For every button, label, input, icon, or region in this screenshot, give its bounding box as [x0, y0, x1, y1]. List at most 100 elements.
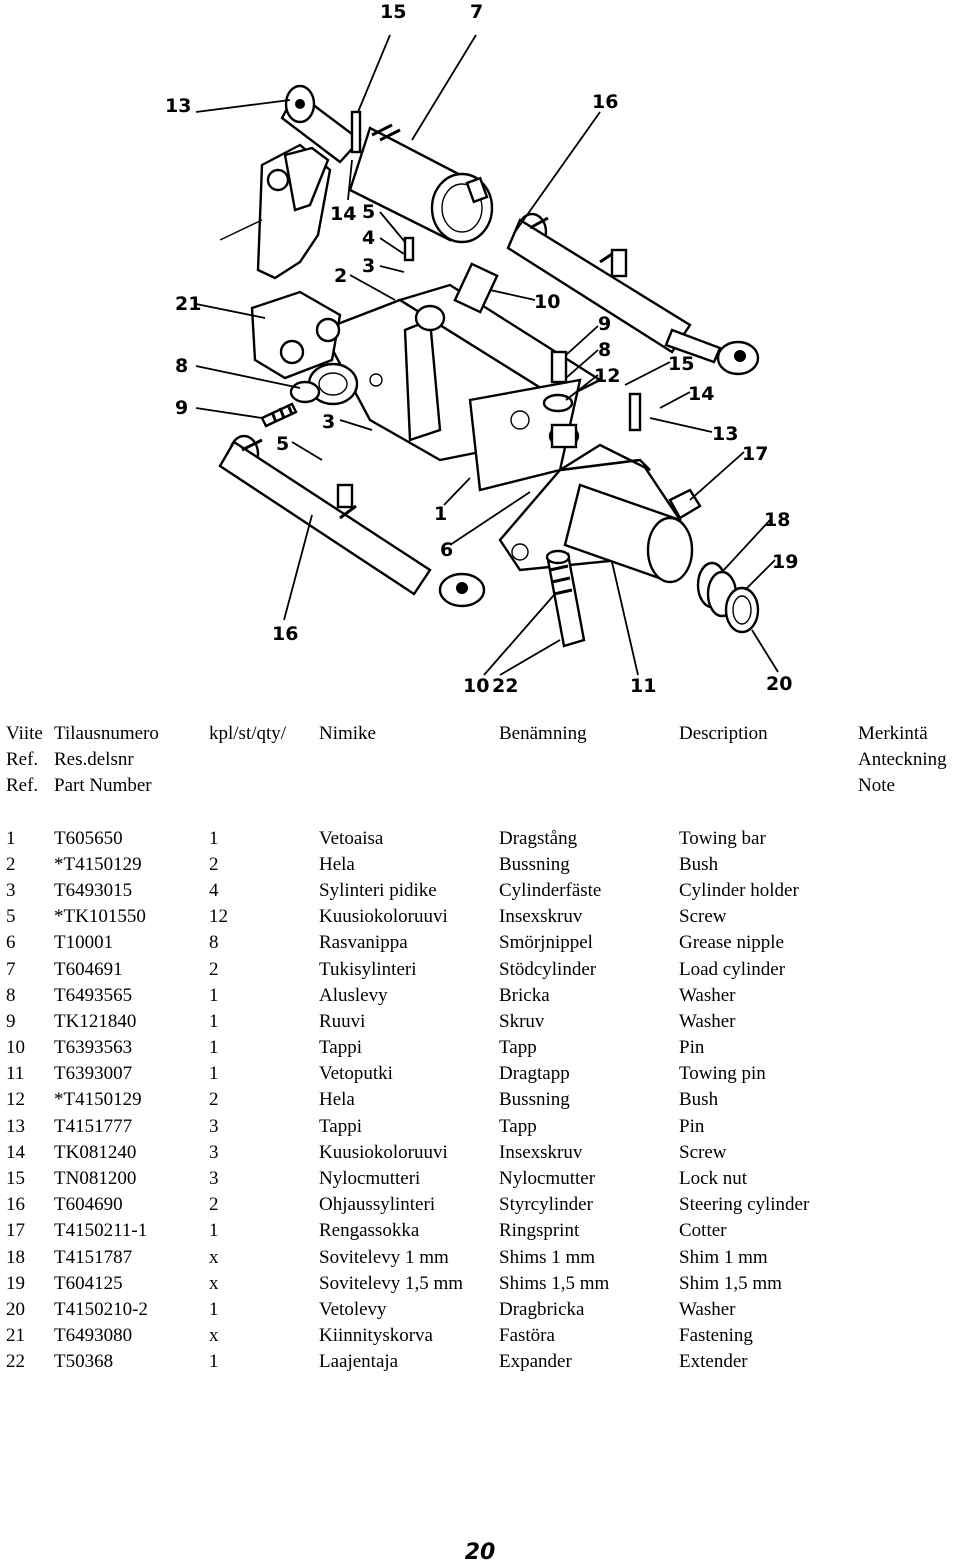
table-row-cell: 1 [209, 984, 219, 1006]
table-row-cell: Tappi [319, 1115, 362, 1137]
table-row-cell: T4150211-1 [54, 1220, 148, 1242]
table-row-cell: *TK101550 [54, 906, 146, 928]
header-row-cell: Ref. [6, 775, 39, 797]
steering-cylinder-top [280, 84, 494, 244]
table-row-cell: Hela [319, 853, 355, 875]
steering-cylinder-lower [218, 434, 486, 608]
table-row-cell: 21 [6, 1325, 25, 1347]
header-row-cell: Benämning [499, 723, 587, 744]
table-row-cell: TK081240 [54, 1141, 137, 1163]
table-row-cell: Shims 1,5 mm [499, 1272, 610, 1294]
table-row-cell: 10 [6, 1037, 25, 1059]
table-row-cell: Steering cylinder [679, 1194, 810, 1216]
table-row-cell: Styrcylinder [499, 1194, 593, 1216]
callout-labels: 15 7 13 16 14 5 4 3 2 10 21 9 8 15 12 14… [165, 1, 798, 697]
table-row-cell: 1 [6, 827, 16, 849]
table-row-cell: Sovitelevy 1 mm [319, 1246, 449, 1268]
table-row-cell: Screw [679, 906, 727, 928]
shim-washers [696, 561, 760, 634]
callout-7: 7 [470, 1, 483, 23]
table-row-cell: Bussning [499, 1089, 570, 1111]
central-frame [307, 262, 603, 492]
table-row-cell: 13 [6, 1115, 25, 1137]
table-row-cell: T6493080 [54, 1325, 133, 1347]
header-row-cell: Description [679, 723, 768, 744]
callout-17: 17 [742, 443, 768, 465]
table-row-cell: Towing bar [679, 827, 766, 849]
table-row-cell: Aluslevy [319, 984, 388, 1006]
upper-bracket [219, 143, 332, 280]
table-row-cell: 12 [6, 1089, 25, 1111]
table-row-cell: 1 [209, 1010, 219, 1032]
callout-13-top: 13 [165, 95, 191, 117]
callout-14-right: 14 [688, 383, 714, 405]
callout-22: 22 [492, 675, 518, 697]
table-row-cell: 4 [209, 879, 219, 901]
table-row-cell: Dragstång [499, 827, 578, 849]
table-row-cell: 3 [209, 1115, 219, 1137]
table-row-cell: T6393563 [54, 1037, 133, 1059]
table-row-cell: Shim 1 mm [679, 1246, 768, 1268]
table-row-cell: x [209, 1325, 219, 1347]
table-row-cell: 11 [6, 1063, 25, 1085]
table-row-cell: 5 [6, 906, 16, 928]
table-row-cell: 12 [209, 906, 228, 928]
table-row-cell: 7 [6, 958, 16, 980]
table-row-cell: Ringsprint [499, 1220, 580, 1242]
table-row-cell: 20 [6, 1298, 25, 1320]
table-row-cell: 16 [6, 1194, 25, 1216]
callout-21: 21 [175, 293, 201, 315]
table-row-cell: 2 [209, 958, 219, 980]
table-row-cell: Sylinteri pidike [319, 879, 437, 901]
callout-3-left: 3 [322, 411, 335, 433]
table-row-cell: Tappi [319, 1037, 362, 1059]
table-row-cell: 17 [6, 1220, 25, 1242]
header-row-cell: Nimike [319, 723, 376, 744]
table-row-cell: Laajentaja [319, 1351, 399, 1373]
table-row-cell: 3 [209, 1141, 219, 1163]
table-row-cell: 8 [6, 984, 16, 1006]
table-row-cell: Vetoaisa [319, 827, 384, 849]
callout-5-left: 5 [276, 433, 289, 455]
header-spacer [6, 800, 960, 826]
table-row-cell: Dragbricka [499, 1298, 585, 1320]
table-row-cell: Pin [679, 1115, 705, 1137]
table-row-cell: T6393007 [54, 1063, 133, 1085]
callout-12: 12 [594, 365, 620, 387]
header-row-cell: kpl/st/qty/ [209, 723, 287, 744]
table-row-cell: T10001 [54, 932, 114, 954]
header-row-cell: Part Number [54, 775, 152, 797]
table-row-cell: 2 [6, 853, 16, 875]
table-row-cell: T4150210-2 [54, 1298, 148, 1320]
table-row-cell: Insexskruv [499, 1141, 583, 1163]
callout-20: 20 [766, 673, 792, 695]
vertical-pin [545, 549, 586, 648]
table-row-cell: 1 [209, 827, 219, 849]
callout-2: 2 [334, 265, 347, 287]
table-row-cell: 1 [209, 1220, 219, 1242]
table-row-cell: T50368 [54, 1351, 114, 1373]
table-row-cell: Kuusiokoloruuvi [319, 1141, 448, 1163]
table-row-cell: 15 [6, 1168, 25, 1189]
table-row-cell: 1 [209, 1351, 219, 1373]
table-row-cell: Fastöra [499, 1325, 555, 1347]
table-row-cell: Pin [679, 1037, 705, 1059]
table-row-cell: Expander [499, 1351, 572, 1373]
table-row-cell: Rasvanippa [319, 932, 408, 954]
table-row-cell: Bricka [499, 984, 550, 1006]
callout-3-top: 3 [362, 255, 375, 277]
table-row-cell: Shims 1 mm [499, 1246, 596, 1268]
